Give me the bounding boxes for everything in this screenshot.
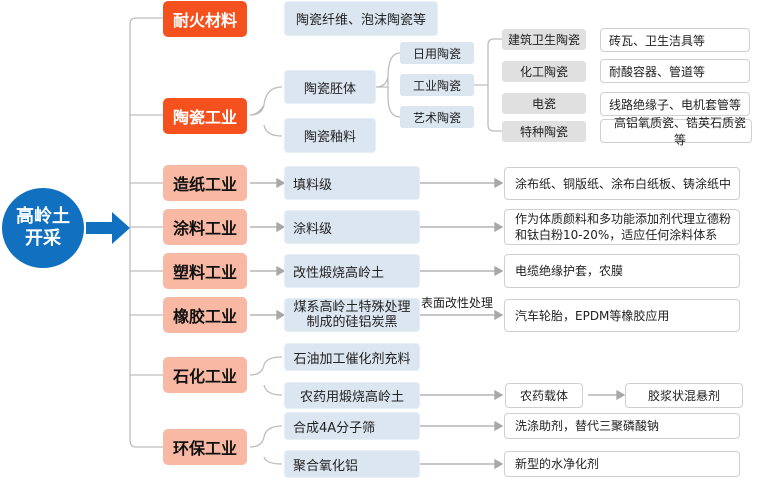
category-coating: 涂料工业 bbox=[163, 209, 247, 245]
rubber-use: 汽车轮胎，EPDM等橡胶应用 bbox=[504, 299, 740, 332]
industrial-ceramic-building: 建筑卫生陶瓷 bbox=[502, 29, 586, 50]
category-refractory: 耐火材料 bbox=[163, 1, 247, 37]
paper-use: 涂布纸、铜版纸、涂布白纸板、铸涂纸中 bbox=[504, 167, 740, 200]
refractory-item: 陶瓷纤维、泡沫陶瓷等 bbox=[284, 1, 438, 36]
ceramic-type-daily: 日用陶瓷 bbox=[400, 42, 474, 64]
paper-grade: 填料级 bbox=[284, 166, 420, 200]
coating-use: 作为体质颜料和多功能添加剂代理立德粉和钛白粉10-20%，适应任何涂料体系 bbox=[504, 209, 740, 245]
category-plastic: 塑料工业 bbox=[163, 253, 247, 289]
petro-carrier: 农药载体 bbox=[505, 383, 583, 408]
petro-final: 胶浆状混悬剂 bbox=[625, 383, 743, 408]
root-node: 高岭土 开采 bbox=[2, 188, 84, 268]
petro-item2: 农药用煅烧高岭土 bbox=[284, 382, 420, 409]
rubber-grade: 煤系高岭土特殊处理制成的硅铝炭黑 bbox=[284, 298, 420, 332]
rubber-process-label: 表面改性处理 bbox=[420, 295, 493, 310]
use-building: 砖瓦、卫生洁具等 bbox=[600, 28, 750, 52]
industrial-ceramic-special: 特种陶瓷 bbox=[502, 121, 586, 142]
use-chemical: 耐酸容器、管道等 bbox=[600, 59, 750, 83]
env-use2: 新型的水净化剂 bbox=[504, 451, 740, 477]
use-special: 高铝氧质瓷、锆英石质瓷等 bbox=[600, 116, 752, 147]
ceramic-glaze: 陶瓷釉料 bbox=[284, 118, 376, 153]
category-rubber: 橡胶工业 bbox=[163, 297, 247, 333]
plastic-grade: 改性煅烧高岭土 bbox=[284, 254, 420, 288]
category-paper: 造纸工业 bbox=[163, 165, 247, 201]
ceramic-body: 陶瓷胚体 bbox=[284, 70, 376, 104]
ceramic-type-art: 艺术陶瓷 bbox=[400, 106, 474, 128]
env-use1: 洗涤助剂，替代三聚磷酸钠 bbox=[504, 413, 740, 439]
ceramic-type-industrial: 工业陶瓷 bbox=[400, 74, 474, 96]
category-environment: 环保工业 bbox=[163, 429, 247, 465]
industrial-ceramic-electric: 电瓷 bbox=[502, 93, 586, 114]
main-arrow-icon bbox=[86, 212, 130, 244]
industrial-ceramic-chemical: 化工陶瓷 bbox=[502, 61, 586, 82]
env-item2: 聚合氧化铝 bbox=[284, 450, 420, 478]
coating-grade: 涂料级 bbox=[284, 210, 420, 244]
root-line2: 开采 bbox=[25, 228, 61, 249]
category-ceramics: 陶瓷工业 bbox=[163, 98, 247, 134]
root-line1: 高岭土 bbox=[16, 206, 70, 227]
env-item1: 合成4A分子筛 bbox=[284, 412, 420, 440]
plastic-use: 电缆绝缘护套，农膜 bbox=[504, 254, 740, 288]
petro-item1: 石油加工催化剂充料 bbox=[284, 343, 420, 371]
use-electric: 线路绝缘子、电机套管等 bbox=[600, 92, 750, 116]
category-petrochemical: 石化工业 bbox=[163, 357, 247, 393]
